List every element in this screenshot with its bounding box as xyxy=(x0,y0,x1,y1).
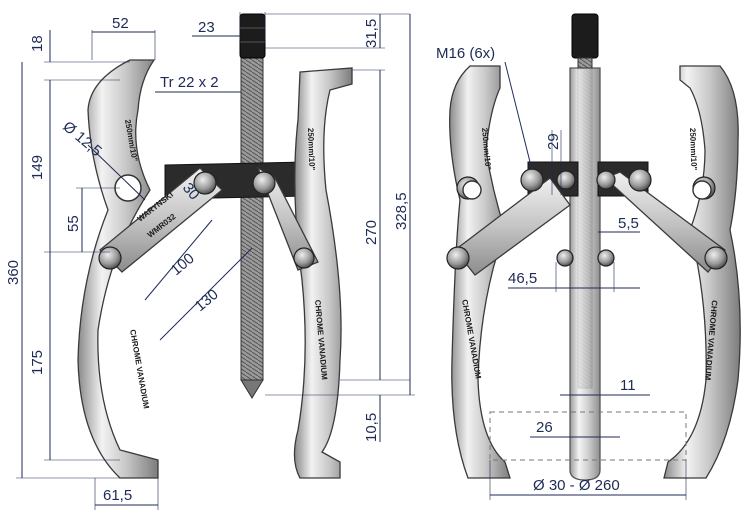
spindle-nut-right xyxy=(571,13,599,59)
bolt xyxy=(293,247,315,269)
dim-thread: Tr 22 x 2 xyxy=(160,74,219,91)
bolt xyxy=(596,170,616,190)
dim-55: 55 xyxy=(65,215,82,232)
bolt xyxy=(556,170,576,190)
arm-right xyxy=(293,67,353,479)
bolt xyxy=(446,246,470,270)
work-range-box xyxy=(489,411,687,461)
arm-marking: CHROME VANADIUM xyxy=(128,329,151,410)
dim-61-5: 61,5 xyxy=(103,487,132,504)
link-left-right xyxy=(454,177,571,276)
center-arm xyxy=(569,67,601,481)
right-dimensions: M16 (6x) 29 5,5 46,5 11 26 Ø 30 - Ø 260 xyxy=(436,45,687,500)
bolt xyxy=(704,246,728,270)
size-marking-right: 250mm/10" xyxy=(306,128,316,171)
dim-360: 360 xyxy=(5,260,22,285)
dim-328-5: 328,5 xyxy=(393,192,410,230)
pivot-hole-right xyxy=(692,180,712,200)
spindle-nut xyxy=(239,13,266,59)
size-marking-r2: 250mm/10" xyxy=(688,128,698,171)
dim-18: 18 xyxy=(29,35,46,52)
dim-m16: M16 (6x) xyxy=(436,45,495,62)
dim-130: 130 xyxy=(192,286,222,315)
bolt xyxy=(520,168,544,192)
dim-range: Ø 30 - Ø 260 xyxy=(533,477,620,494)
left-view: CHROME VANADIUM CHROME VANADIUM 250mm/10… xyxy=(77,13,353,479)
dim-26: 26 xyxy=(536,419,553,436)
bolt xyxy=(628,168,652,192)
dim-11: 11 xyxy=(620,377,636,394)
right-view: CHROME VANADIUM CHROME VANADIUM 250mm/10… xyxy=(446,13,741,481)
dim-23: 23 xyxy=(198,19,215,36)
bolt xyxy=(98,246,122,270)
left-dimensions: 52 18 149 175 360 55 Ø 12,5 61,5 30 100 xyxy=(5,12,415,510)
bolt xyxy=(252,171,276,195)
bolt xyxy=(556,249,574,267)
dim-29: 29 xyxy=(545,133,562,150)
bolt xyxy=(193,171,217,195)
link-right-right xyxy=(603,171,726,273)
dim-175: 175 xyxy=(29,350,46,375)
bolt xyxy=(597,249,615,267)
dim-52: 52 xyxy=(112,15,129,32)
dim-149: 149 xyxy=(29,155,46,180)
dim-10-5: 10,5 xyxy=(363,413,380,442)
arm-left xyxy=(77,59,159,479)
dim-46-5: 46,5 xyxy=(508,270,537,287)
pivot-hole-left xyxy=(462,180,482,200)
arm-right-right xyxy=(663,65,741,479)
dim-31-5: 31,5 xyxy=(363,19,380,48)
dim-100: 100 xyxy=(168,250,198,279)
size-marking-r: 250mm/10" xyxy=(480,127,493,170)
dim-5-5: 5,5 xyxy=(618,215,639,232)
dim-270: 270 xyxy=(363,220,380,245)
spindle-tip xyxy=(240,379,264,399)
spindle xyxy=(240,57,264,381)
